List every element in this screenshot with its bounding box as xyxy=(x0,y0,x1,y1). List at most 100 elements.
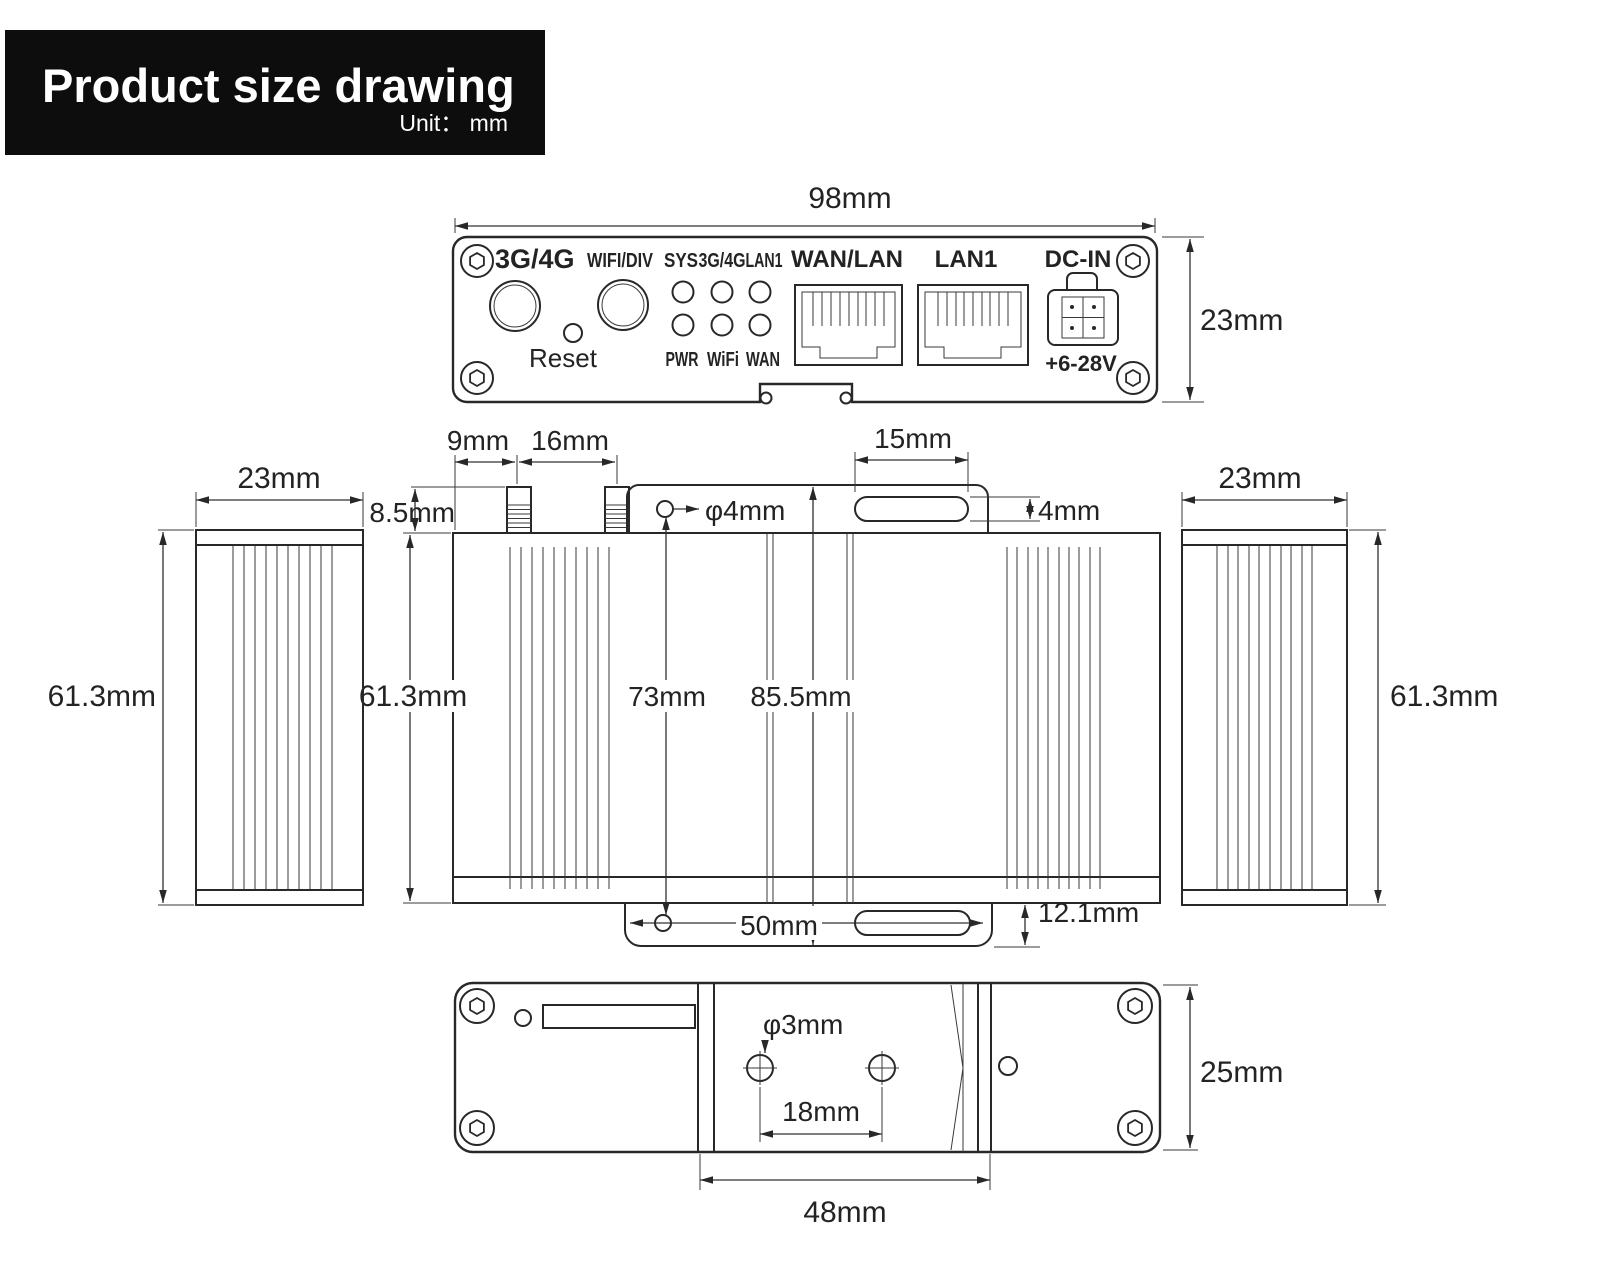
antenna-connector-3g4g-inner xyxy=(493,284,537,328)
antenna-connector-3g4g xyxy=(489,280,541,332)
dim-18mm-label: 18mm xyxy=(782,1096,860,1127)
dim-48mm-extensions xyxy=(699,1154,991,1190)
label-mask xyxy=(628,680,706,712)
dim-15mm-label: 15mm xyxy=(874,423,952,454)
dim-98mm-label: 98mm xyxy=(808,182,891,215)
dim-left-23mm-label: 23mm xyxy=(237,462,320,495)
dim-extensions xyxy=(1349,529,1386,906)
top-main-view: 9mm 16mm 8.5mm φ4mm 15mm 4mm 73mm 85.5mm… xyxy=(359,423,1161,948)
dim-12p1mm-label: 12.1mm xyxy=(1038,897,1139,928)
screw-hex-icon xyxy=(1125,368,1141,388)
din-notch-hook-left xyxy=(759,391,773,405)
dim-25mm-label: 25mm xyxy=(1200,1056,1283,1089)
label-mask xyxy=(736,906,822,940)
dim-23mm-label: 23mm xyxy=(1200,304,1283,337)
bottom-view: φ3mm 18mm 25mm 48mm xyxy=(453,981,1283,1229)
screw-hex-icon xyxy=(469,251,485,271)
channel-left-edge xyxy=(697,983,715,1152)
bottom-small-hole-right xyxy=(998,1056,1018,1076)
fins-right xyxy=(1006,547,1101,889)
main-body-outline xyxy=(452,532,1161,904)
antenna-base-1 xyxy=(506,486,532,534)
led-label-wan: WAN xyxy=(746,349,780,371)
led-lan1 xyxy=(748,280,772,304)
dim-23mm-extension xyxy=(1162,236,1204,403)
dim-extensions xyxy=(195,492,364,527)
rj45-outer xyxy=(917,284,1029,366)
thread-hatch xyxy=(507,504,531,528)
left-view-outline xyxy=(195,529,364,906)
antenna-wifi-label: WIFI/DIV xyxy=(587,250,654,272)
port-lan1-label: LAN1 xyxy=(935,246,998,273)
hole-crosshair xyxy=(743,1051,777,1085)
rj45-inner xyxy=(924,291,1022,359)
led-wifi xyxy=(710,313,734,337)
reset-label: Reset xyxy=(529,343,598,373)
label-mask xyxy=(746,680,854,712)
dim-4mm-label: 4mm xyxy=(1038,495,1100,526)
screw-hex-icon xyxy=(1127,1118,1143,1138)
dim-61p3mm-main-label: 61.3mm xyxy=(359,680,467,713)
right-view-caps xyxy=(1182,544,1347,891)
screw-circle xyxy=(1117,988,1153,1024)
screw-hex-icon xyxy=(1127,996,1143,1016)
bracket-hole-4mm xyxy=(656,500,674,518)
left-view-caps xyxy=(196,544,363,891)
screw-circle xyxy=(460,361,494,395)
screw-circle xyxy=(459,988,495,1024)
bottom-screw-bottom-left xyxy=(459,1110,495,1146)
antenna-base-2 xyxy=(604,486,630,534)
bottom-vent-slot xyxy=(542,1004,696,1029)
dim-16mm-label: 16mm xyxy=(531,425,609,456)
corner-screw-bottom-left xyxy=(460,361,494,395)
hole-crosshair xyxy=(865,1051,899,1085)
rj45-pins xyxy=(937,292,1009,326)
screw-hex-icon xyxy=(469,1118,485,1138)
bottom-plate-outline xyxy=(453,981,1162,1154)
corner-screw-top-left xyxy=(460,244,494,278)
left-side-view: 23mm 61.3mm xyxy=(48,462,364,906)
screw-circle xyxy=(1116,361,1150,395)
dc-pin xyxy=(1070,305,1074,309)
rj45-port-lan1 xyxy=(917,284,1029,366)
screw-circle xyxy=(460,244,494,278)
mount-hole-left xyxy=(743,1051,777,1085)
bottom-screw-top-left xyxy=(459,988,495,1024)
front-panel-outline xyxy=(451,235,1159,404)
thread-hatch xyxy=(605,504,629,528)
dim-extensions xyxy=(1181,492,1348,527)
bracket-slot-15mm xyxy=(854,496,969,522)
dc-connector-tab xyxy=(1066,272,1098,290)
din-channel-lines xyxy=(766,533,854,903)
corner-screw-bottom-right xyxy=(1116,361,1150,395)
dc-connector-body xyxy=(1047,289,1119,346)
dc-pin xyxy=(1070,326,1074,330)
title-block: Product size drawing Unit： mm xyxy=(5,30,545,155)
fins-left xyxy=(509,547,610,889)
voltage-label: +6-28V xyxy=(1045,351,1117,376)
screw-circle xyxy=(459,1110,495,1146)
screw-hex-icon xyxy=(1125,251,1141,271)
dim-right-23mm-label: 23mm xyxy=(1218,462,1301,495)
antenna-connector-wifi xyxy=(597,279,649,331)
led-label-3g4g: 3G/4G xyxy=(699,250,746,272)
bottom-small-hole-left xyxy=(514,1009,532,1027)
reset-button xyxy=(563,323,583,343)
port-wanlan-label: WAN/LAN xyxy=(791,246,903,273)
dc-in-label: DC-IN xyxy=(1045,246,1112,273)
bottom-screw-bottom-right xyxy=(1117,1110,1153,1146)
antenna-connector-wifi-inner xyxy=(601,283,645,327)
led-label-wifi: WiFi xyxy=(707,349,739,371)
dc-pin xyxy=(1092,326,1096,330)
dc-connector-divider xyxy=(1062,297,1104,338)
corner-screw-top-right xyxy=(1116,244,1150,278)
front-panel-view: 3G/4G Reset WIFI/DIV SYS 3G/4G LAN1 PWR … xyxy=(451,182,1283,405)
right-view-outline xyxy=(1181,529,1348,906)
dim-9mm-label: 9mm xyxy=(447,425,509,456)
right-side-view: 23mm 61.3mm xyxy=(1181,462,1498,906)
led-sys xyxy=(671,280,695,304)
label-mask xyxy=(362,680,464,712)
screw-hex-icon xyxy=(469,368,485,388)
